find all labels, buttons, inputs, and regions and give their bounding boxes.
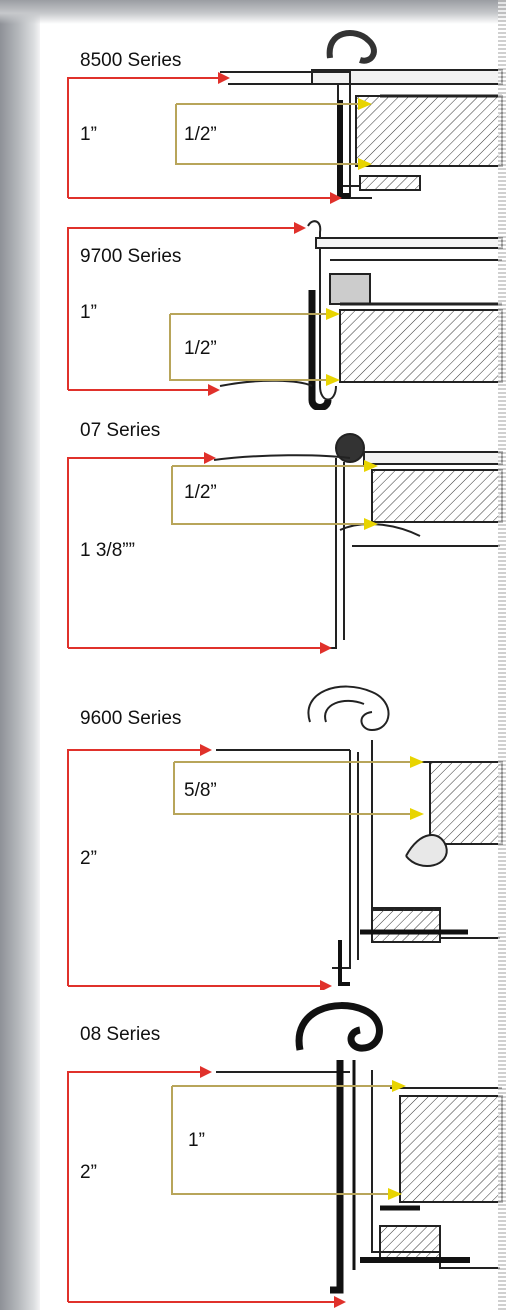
right-dashed-edge <box>498 0 506 1310</box>
profile-9600-drawing <box>67 685 503 990</box>
series-title: 08 Series <box>80 1024 161 1045</box>
series-panel-8500: 8500 Series 1” 1/2” <box>0 0 506 210</box>
series-panel-9600: 9600 Series 5/8” 2” <box>0 670 506 990</box>
red-arrowhead <box>320 980 332 990</box>
yellow-arrowhead <box>326 374 340 386</box>
series-panel-07: 07 Series 1/2” 1 3/8”” <box>0 410 506 670</box>
yellow-arrowhead <box>410 808 424 820</box>
series-title: 9600 Series <box>80 708 182 729</box>
profile-9700-drawing <box>67 220 503 410</box>
outer-dimension-label: 1” <box>80 124 97 145</box>
red-arrowhead <box>218 72 230 84</box>
outer-dimension-label: 2” <box>80 1162 97 1183</box>
yellow-arrowhead <box>392 1080 406 1092</box>
yellow-arrowhead <box>364 460 378 472</box>
outer-dimension-arrow <box>67 457 320 649</box>
series-title: 9700 Series <box>80 246 182 267</box>
outer-dimension-arrow <box>67 1071 334 1303</box>
red-arrowhead <box>200 744 212 756</box>
frame-profile <box>220 30 503 199</box>
inner-dimension-arrow <box>175 103 358 165</box>
outer-dimension-arrow <box>67 749 320 987</box>
red-arrowhead <box>200 1066 212 1078</box>
yellow-arrowhead <box>410 756 424 768</box>
yellow-arrowhead <box>358 158 372 170</box>
red-arrowhead <box>208 384 220 396</box>
outer-dimension-label: 2” <box>80 848 97 869</box>
yellow-arrowhead <box>358 98 372 110</box>
inner-dimension-label: 5/8” <box>184 780 217 801</box>
series-panel-08: 08 Series 1” 2” <box>0 990 506 1310</box>
outer-dimension-arrow <box>67 77 330 199</box>
series-panel-9700: 9700 Series 1” 1/2” <box>0 210 506 410</box>
profile-08-drawing <box>67 1002 503 1308</box>
inner-dimension-arrow <box>171 465 366 525</box>
red-arrowhead <box>294 222 306 234</box>
inner-dimension-label: 1/2” <box>184 124 217 145</box>
frame-profile <box>216 685 503 986</box>
profile-07-drawing <box>67 433 503 654</box>
top-gradient-band <box>0 0 506 24</box>
inner-dimension-arrow <box>171 1085 394 1195</box>
outer-dimension-arrow <box>67 227 294 391</box>
outer-dimension-label: 1” <box>80 302 97 323</box>
inner-dimension-arrow <box>169 313 326 381</box>
red-arrowhead <box>320 642 332 654</box>
inner-dimension-label: 1/2” <box>184 482 217 503</box>
series-title: 07 Series <box>80 420 161 441</box>
yellow-arrowhead <box>364 518 378 530</box>
left-gradient-band <box>0 0 40 1310</box>
inner-dimension-label: 1” <box>188 1130 205 1151</box>
inner-dimension-label: 1/2” <box>184 338 217 359</box>
red-arrowhead <box>204 452 216 464</box>
frame-profile <box>216 1002 503 1294</box>
yellow-arrowhead <box>388 1188 402 1200</box>
inner-dimension-arrow <box>173 761 412 815</box>
yellow-arrowhead <box>326 308 340 320</box>
outer-dimension-label: 1 3/8”” <box>80 540 135 561</box>
red-arrowhead <box>334 1296 346 1308</box>
profile-8500-drawing <box>67 30 503 204</box>
red-arrowhead <box>330 192 342 204</box>
frame-profile <box>219 220 503 410</box>
series-title: 8500 Series <box>80 50 182 71</box>
